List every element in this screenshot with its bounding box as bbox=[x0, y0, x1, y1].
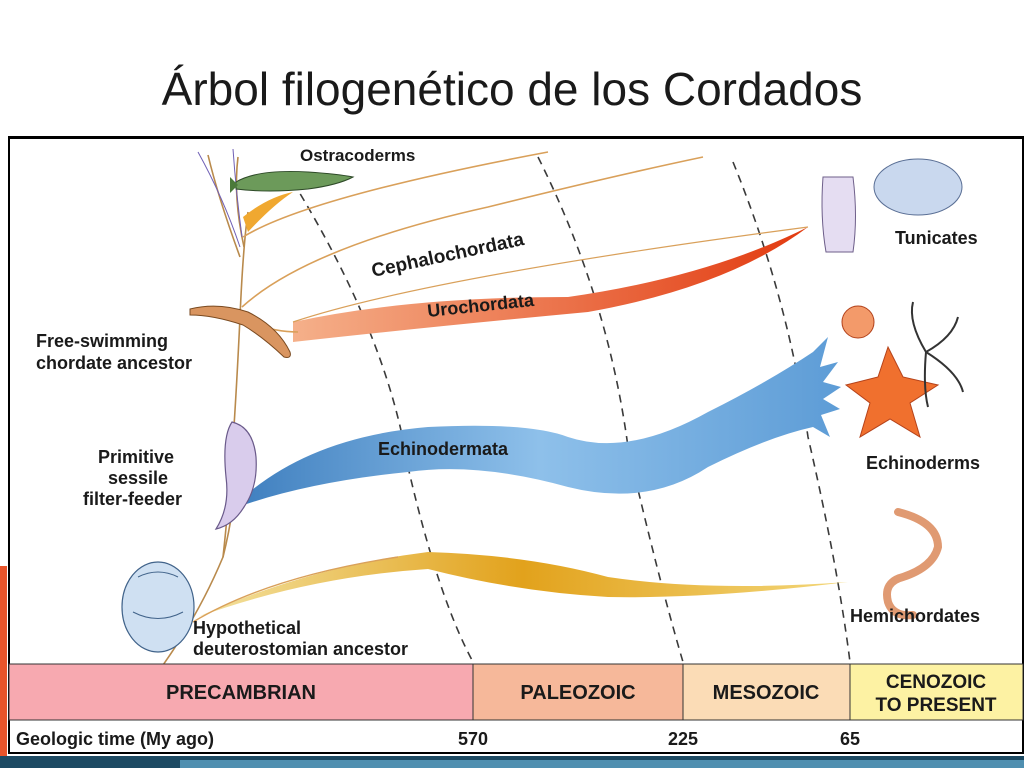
label-sessile-3: filter-feeder bbox=[83, 489, 182, 509]
label-deuterostomian-2: deuterostomian ancestor bbox=[193, 639, 408, 659]
trunk-fine-lines bbox=[197, 148, 243, 248]
figure-frame bbox=[8, 137, 1024, 754]
branch-ostracoderms-base bbox=[243, 192, 293, 232]
era-paleozoic-label: PALEOZOIC bbox=[520, 682, 635, 704]
branch-hemichordates-line bbox=[192, 556, 399, 623]
label-free-swimming-1: Free-swimming bbox=[36, 331, 168, 351]
label-ostracoderms: Ostracoderms bbox=[300, 146, 415, 165]
accent-bar bbox=[0, 566, 7, 758]
era-cenozoic-label-2: TO PRESENT bbox=[875, 695, 996, 716]
branch-echinodermata bbox=[238, 337, 841, 507]
label-sessile-2: sessile bbox=[108, 468, 168, 488]
timeline-tick-65: 65 bbox=[840, 729, 860, 749]
era-bands bbox=[8, 663, 1024, 721]
era-cenozoic-band bbox=[849, 663, 1024, 721]
phylogenetic-tree-figure: Ostracoderms Cephalochordata Urochordata… bbox=[8, 137, 1024, 754]
branch-ostracoderms bbox=[242, 151, 549, 238]
ostracoderm-fish-icon bbox=[230, 170, 355, 193]
label-free-swimming-2: chordate ancestor bbox=[36, 353, 192, 373]
label-cephalochordata: Cephalochordata bbox=[370, 229, 527, 282]
label-deuterostomian-1: Hypothetical bbox=[193, 618, 301, 638]
tunicate-icon bbox=[821, 158, 963, 253]
label-sessile-1: Primitive bbox=[98, 447, 174, 467]
brittle-star-icon bbox=[910, 301, 964, 408]
era-mesozoic-label: MESOZOIC bbox=[713, 682, 820, 704]
acorn-worm-icon bbox=[883, 508, 943, 620]
branch-urochordata-upper bbox=[292, 226, 809, 323]
footer-bar-accent bbox=[180, 760, 1024, 768]
boundary-65 bbox=[732, 161, 851, 663]
sessile-filter-feeder-icon bbox=[214, 421, 257, 530]
label-tunicates: Tunicates bbox=[895, 228, 978, 248]
slide-title: Árbol filogenético de los Cordados bbox=[161, 63, 863, 115]
starfish-icon bbox=[844, 345, 940, 439]
free-swimming-ancestor-icon bbox=[189, 305, 291, 358]
timeline-tick-570: 570 bbox=[458, 729, 488, 749]
boundary-225 bbox=[537, 156, 684, 663]
branch-hemichordates bbox=[198, 552, 848, 617]
timeline-tick-225: 225 bbox=[668, 729, 698, 749]
era-cenozoic-label-1: CENOZOIC bbox=[886, 672, 987, 693]
label-echinoderms: Echinoderms bbox=[866, 453, 980, 473]
sea-urchin-icon bbox=[841, 305, 875, 339]
era-paleozoic-band bbox=[472, 663, 684, 721]
branch-urochordata bbox=[293, 227, 808, 342]
era-precambrian-label: PRECAMBRIAN bbox=[166, 682, 316, 704]
era-precambrian-band bbox=[8, 663, 474, 721]
label-echinodermata: Echinodermata bbox=[378, 439, 509, 459]
deuterostomian-ancestor-icon bbox=[121, 561, 195, 653]
era-mesozoic-band bbox=[682, 663, 851, 721]
label-hemichordates: Hemichordates bbox=[850, 606, 980, 626]
branch-cephalochordata bbox=[241, 156, 704, 308]
timeline-label: Geologic time (My ago) bbox=[16, 729, 214, 749]
